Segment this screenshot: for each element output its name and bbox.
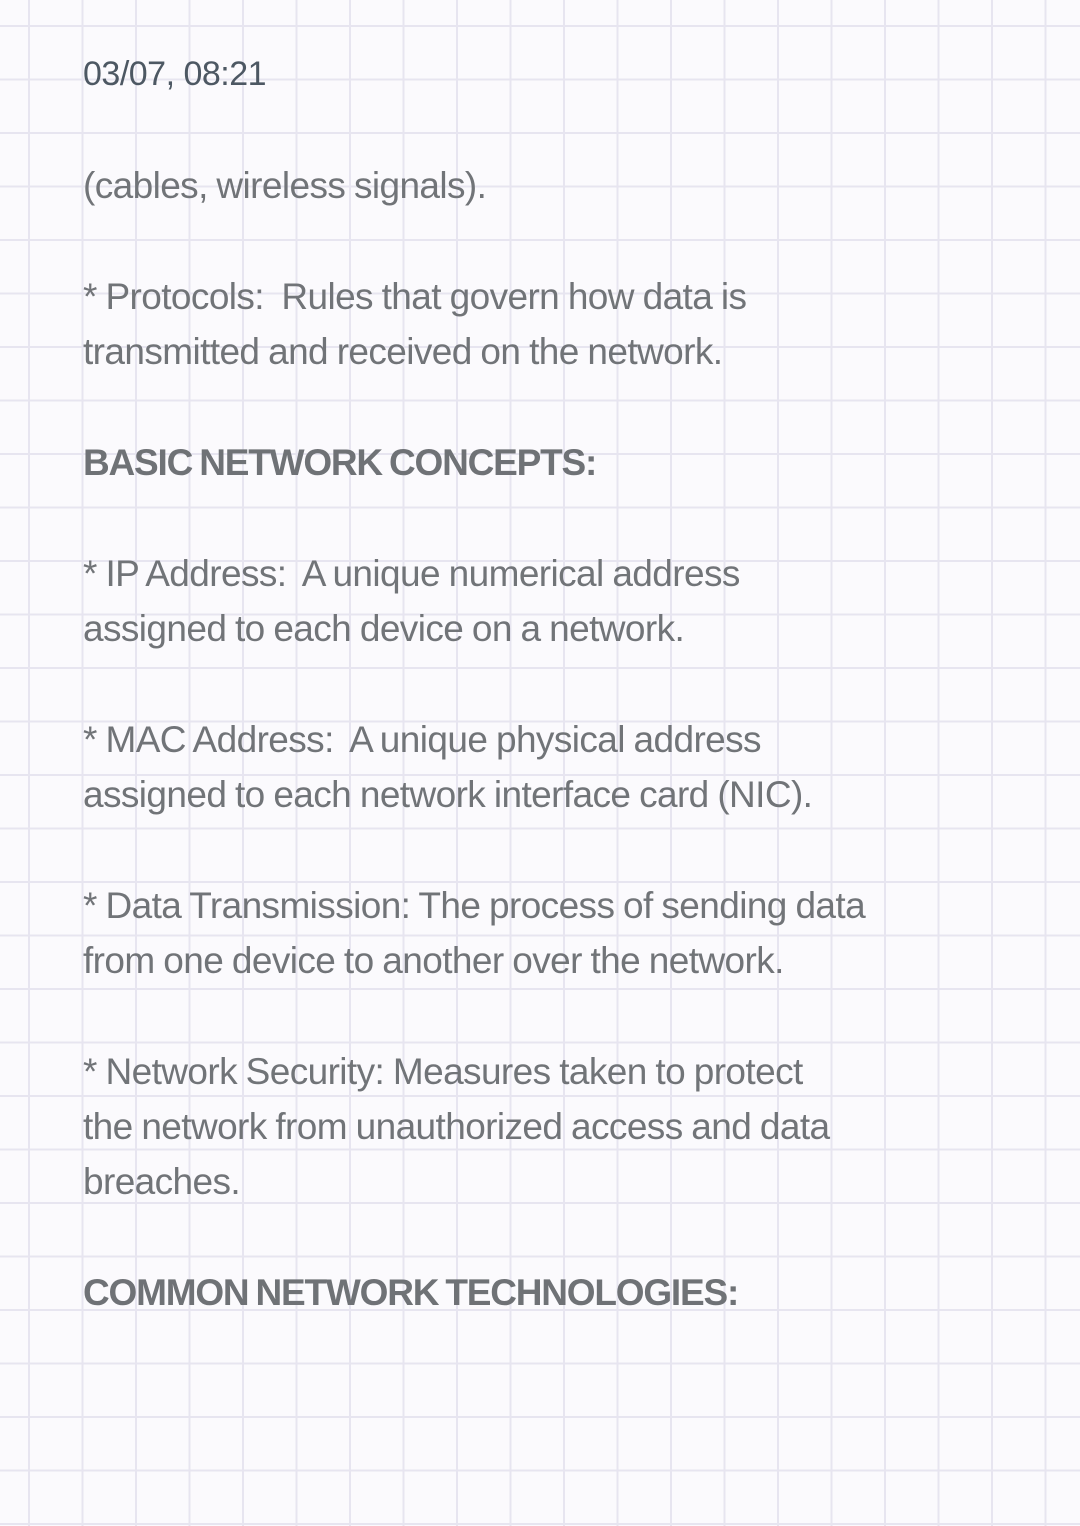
note-line: (cables, wireless signals). (83, 165, 487, 206)
note-line: * Data Transmission: The process of send… (83, 885, 866, 926)
note-line: the network from unauthorized access and… (83, 1106, 830, 1147)
note-line: transmitted and received on the network. (83, 331, 723, 372)
note-line: assigned to each network interface card … (83, 774, 813, 815)
note-timestamp: 03/07, 08:21 (83, 55, 267, 93)
note-paragraph[interactable]: * Network Security: Measures taken to pr… (83, 1044, 1060, 1209)
note-paragraph[interactable]: (cables, wireless signals). (83, 158, 1060, 213)
note-line: * IP Address: A unique numerical address (83, 553, 740, 594)
note-content: (cables, wireless signals). * Protocols: … (83, 158, 1060, 1320)
note-line: * Protocols: Rules that govern how data … (83, 276, 747, 317)
note-paragraph[interactable]: * IP Address: A unique numerical address… (83, 546, 1060, 656)
note-heading[interactable]: BASIC NETWORK CONCEPTS: (83, 435, 1060, 490)
note-paragraph[interactable]: * MAC Address: A unique physical address… (83, 712, 1060, 822)
note-line: breaches. (83, 1161, 241, 1202)
note-paragraph[interactable]: * Data Transmission: The process of send… (83, 878, 1060, 988)
note-line: from one device to another over the netw… (83, 940, 784, 981)
note-line: BASIC NETWORK CONCEPTS: (83, 442, 597, 483)
note-heading[interactable]: COMMON NETWORK TECHNOLOGIES: (83, 1265, 1060, 1320)
note-line: * Network Security: Measures taken to pr… (83, 1051, 803, 1092)
note-line: COMMON NETWORK TECHNOLOGIES: (83, 1272, 739, 1313)
note-line: * MAC Address: A unique physical address (83, 719, 762, 760)
note-line: assigned to each device on a network. (83, 608, 685, 649)
note-paragraph[interactable]: * Protocols: Rules that govern how data … (83, 269, 1060, 379)
